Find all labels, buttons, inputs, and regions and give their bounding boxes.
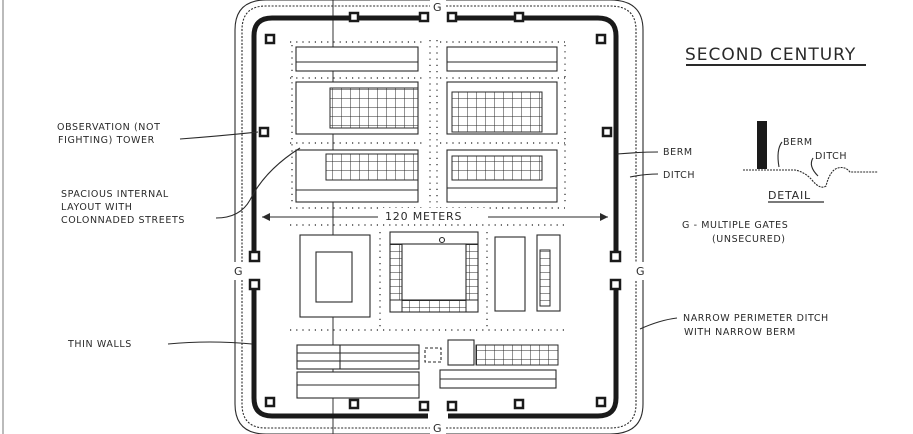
label-layout-3: COLONNADED STREETS xyxy=(61,215,185,226)
detail-ditch-label: DITCH xyxy=(815,151,847,162)
label-perimeter-2: WITH NARROW BERM xyxy=(684,327,796,338)
lower-buildings xyxy=(296,339,559,399)
label-layout-1: SPACIOUS INTERNAL xyxy=(61,189,169,200)
colonnaded-streets xyxy=(290,40,566,331)
barracks-blocks xyxy=(295,46,558,203)
label-tower-1: OBSERVATION (NOT xyxy=(57,122,161,133)
gate-marker-north: G xyxy=(433,1,442,14)
leader-tower xyxy=(179,131,259,140)
gate-marker-south: G xyxy=(433,422,442,434)
leader-perimeter xyxy=(639,317,678,330)
label-berm: BERM xyxy=(663,147,693,158)
label-thin-walls: THIN WALLS xyxy=(67,339,132,350)
dimension-label: 120 METERS xyxy=(385,210,462,223)
label-tower-2: FIGHTING) TOWER xyxy=(58,135,155,146)
label-gates-1: G - MULTIPLE GATES xyxy=(682,220,788,231)
leader-layout xyxy=(215,147,301,219)
dimension-120m: 120 METERS xyxy=(262,208,608,223)
central-buildings xyxy=(299,231,561,318)
label-ditch: DITCH xyxy=(663,170,695,181)
perimeter-ditch xyxy=(234,0,644,434)
gate-marker-west: G xyxy=(234,265,243,278)
detail-berm-label: BERM xyxy=(783,137,813,148)
title: SECOND CENTURY xyxy=(685,45,856,65)
label-gates-2: (UNSECURED) xyxy=(712,234,786,245)
leader-berm-ditch xyxy=(616,151,659,178)
fort-wall xyxy=(251,15,619,419)
leader-thin-walls xyxy=(167,341,253,345)
label-perimeter-1: NARROW PERIMETER DITCH xyxy=(683,313,829,324)
label-layout-2: LAYOUT WITH xyxy=(61,202,133,213)
towers xyxy=(248,11,622,412)
gate-marker-east: G xyxy=(636,265,645,278)
detail-caption: DETAIL xyxy=(768,189,811,202)
ditch-detail: BERM DITCH DETAIL xyxy=(743,121,878,203)
